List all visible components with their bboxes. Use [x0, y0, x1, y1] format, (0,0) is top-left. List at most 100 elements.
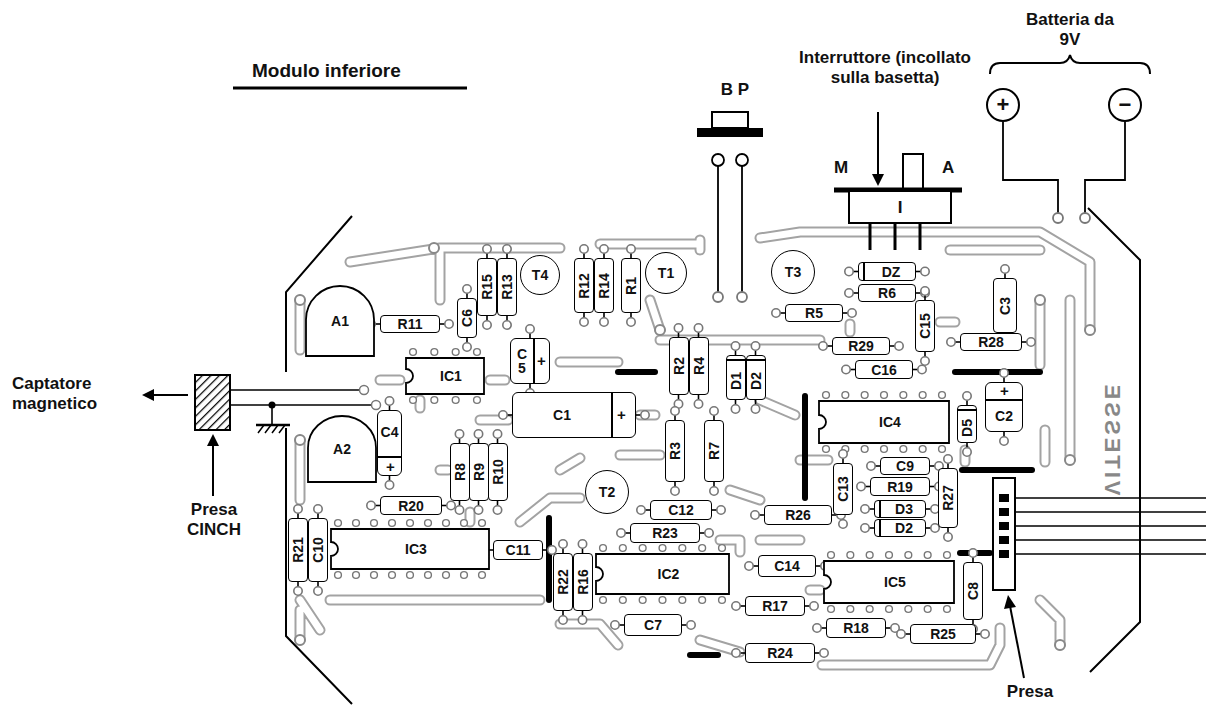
solder-pad: [372, 401, 381, 410]
copper-trace-outline: [300, 232, 1090, 665]
solder-pad: [845, 289, 853, 297]
solder-pad: [600, 245, 608, 253]
component-body: R28: [960, 333, 1022, 351]
solder-pad: [736, 154, 748, 166]
component-body: R12: [574, 258, 594, 313]
solder-pad: [921, 267, 929, 275]
solder-pad: [963, 392, 971, 400]
component-label: R19: [887, 480, 913, 494]
component-label: R26: [785, 508, 811, 522]
battery-terminal: −: [1108, 88, 1142, 122]
solder-pad: [578, 540, 586, 548]
component-label: R15: [480, 274, 494, 300]
component-label: C11: [506, 543, 531, 557]
solder-pad: [751, 511, 759, 519]
header-pin: [999, 522, 1009, 530]
ic-pin: [335, 572, 342, 579]
ic-pin: [474, 349, 481, 356]
callout-label: B P: [705, 80, 765, 100]
diode-body: D1: [726, 355, 746, 400]
solder-pad: [745, 562, 753, 570]
component-label: R6: [878, 286, 896, 300]
solder-pad: [1035, 295, 1045, 305]
outline: [306, 286, 374, 356]
component-body: C12: [650, 500, 712, 520]
solder-pad: [294, 587, 302, 595]
component-label: D3: [895, 502, 913, 516]
solder-pad: [385, 397, 393, 405]
solder-pad: [445, 320, 453, 328]
solder-pad: [671, 487, 679, 495]
solder-pad: [694, 400, 702, 408]
ic-pin: [619, 545, 626, 552]
solder-pad: [637, 506, 645, 514]
push-button: [697, 128, 763, 137]
ic-pin: [905, 552, 912, 559]
wire-jumper: [962, 467, 1032, 473]
outline: [331, 529, 489, 569]
polarity-band: [986, 399, 1022, 401]
component-body: C16: [855, 360, 913, 379]
component-body: C8: [963, 562, 983, 620]
ic-pin: [944, 552, 951, 559]
component-label: C1: [553, 408, 571, 422]
component-label: R28: [978, 335, 1004, 349]
component-label: R25: [930, 627, 956, 641]
component-label: R17: [762, 599, 788, 613]
solder-pad: [627, 245, 635, 253]
brace: [990, 55, 1150, 74]
solder-pad: [921, 357, 929, 365]
polarity-band: [879, 501, 881, 517]
ic-package: IC4: [818, 400, 950, 444]
component-label: −: [1119, 94, 1132, 116]
component-body: C11: [493, 540, 543, 560]
component-body: R3: [665, 420, 685, 482]
ic-pin: [679, 597, 686, 604]
ic-pin: [919, 446, 926, 453]
solder-pad: [1001, 265, 1009, 273]
solder-pad: [314, 587, 322, 595]
callout-label: Captatore magnetico: [12, 374, 132, 413]
component-label: C4: [381, 425, 399, 439]
polarity-band: [747, 359, 765, 361]
watermark: VITESSE: [1099, 381, 1124, 495]
ic-pin: [639, 597, 646, 604]
ground-symbol: [258, 425, 285, 433]
component-label: +: [997, 94, 1010, 116]
component-label: R3: [668, 442, 682, 460]
component-body: R13: [497, 258, 517, 316]
transistor-outline: T3: [771, 250, 815, 294]
battery-wire: [1085, 122, 1125, 213]
wire-jumper: [546, 518, 552, 600]
electrolytic-capacitor: C1+: [512, 392, 636, 438]
callout-label: Batteria da 9V: [1024, 10, 1116, 49]
solder-pad: [944, 455, 952, 463]
component-label: D1: [729, 372, 743, 390]
ic-pin: [335, 520, 342, 527]
title-underline: [233, 87, 467, 90]
button-wire: [717, 166, 719, 292]
solder-pad: [895, 342, 903, 350]
solder-pad: [385, 481, 393, 489]
solder-pad: [848, 309, 856, 317]
ic-package: IC1: [405, 357, 485, 395]
ic-pin: [900, 446, 907, 453]
component-label: A2: [333, 442, 351, 456]
output-wire: [1015, 511, 1206, 513]
leader-arrow: [212, 444, 214, 496]
ic-pin: [939, 446, 946, 453]
solder-pad: [981, 630, 989, 638]
ic-pin: [699, 597, 706, 604]
component-label: C14: [774, 559, 800, 573]
solder-pad: [731, 405, 739, 413]
electrolytic-capacitor: C 5+: [510, 338, 550, 384]
component-label: R4: [692, 357, 706, 375]
component-label: R18: [843, 621, 869, 635]
ic-pin: [619, 597, 626, 604]
solder-pad: [713, 292, 723, 302]
ground-wire: [271, 405, 273, 425]
header-pin: [999, 494, 1009, 502]
component-label: R13: [500, 274, 514, 300]
solder-pad: [1053, 213, 1063, 223]
solder-pad: [810, 602, 818, 610]
